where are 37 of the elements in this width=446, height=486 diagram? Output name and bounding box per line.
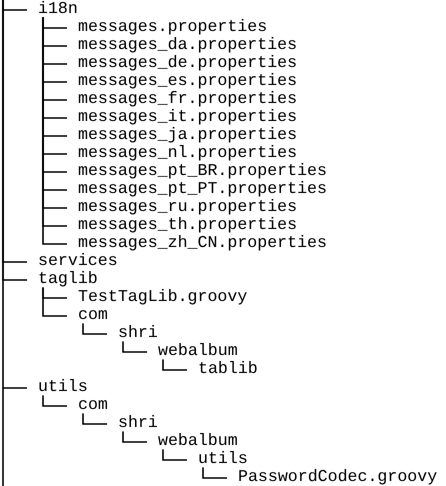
tree-connector	[202, 467, 227, 479]
tree-connector	[82, 323, 107, 335]
file-name: messages_th.properties	[78, 216, 298, 234]
folder-name: shri	[118, 324, 158, 342]
folder-name: shri	[118, 414, 158, 432]
tree-connector	[162, 449, 187, 461]
folder-name: i18n	[38, 0, 78, 18]
file-name: PasswordCodec.groovy	[238, 468, 438, 486]
file-name: messages_ru.properties	[78, 198, 298, 216]
file-name: messages.properties	[78, 18, 268, 36]
file-name: messages_zh_CN.properties	[78, 234, 327, 252]
folder-name: tablib	[198, 360, 258, 378]
tree-connector	[162, 359, 187, 371]
folder-name: webalbum	[158, 432, 238, 450]
folder-name: webalbum	[158, 342, 238, 360]
tree-connector	[82, 413, 107, 425]
file-name: messages_fr.properties	[78, 90, 298, 108]
folder-name: utils	[198, 450, 248, 468]
folder-name: services	[38, 252, 118, 270]
file-name: messages_da.properties	[78, 36, 298, 54]
file-name: messages_it.properties	[78, 108, 298, 126]
file-name: messages_pt_BR.properties	[78, 162, 327, 180]
folder-name: utils	[38, 378, 88, 396]
folder-name: taglib	[38, 270, 98, 288]
tree-connector	[42, 395, 67, 407]
tree-connector	[42, 287, 67, 317]
file-name: messages_nl.properties	[78, 144, 298, 162]
file-name: messages_pt_PT.properties	[78, 180, 327, 198]
tree-connector	[122, 341, 147, 353]
folder-name: com	[78, 396, 108, 414]
folder-name: com	[78, 306, 108, 324]
file-name: TestTagLib.groovy	[78, 288, 248, 306]
file-name: messages_ja.properties	[78, 126, 298, 144]
file-name: messages_de.properties	[78, 54, 298, 72]
tree-connector	[122, 431, 147, 443]
tree-connector	[2, 0, 27, 389]
file-name: messages_es.properties	[78, 72, 298, 90]
